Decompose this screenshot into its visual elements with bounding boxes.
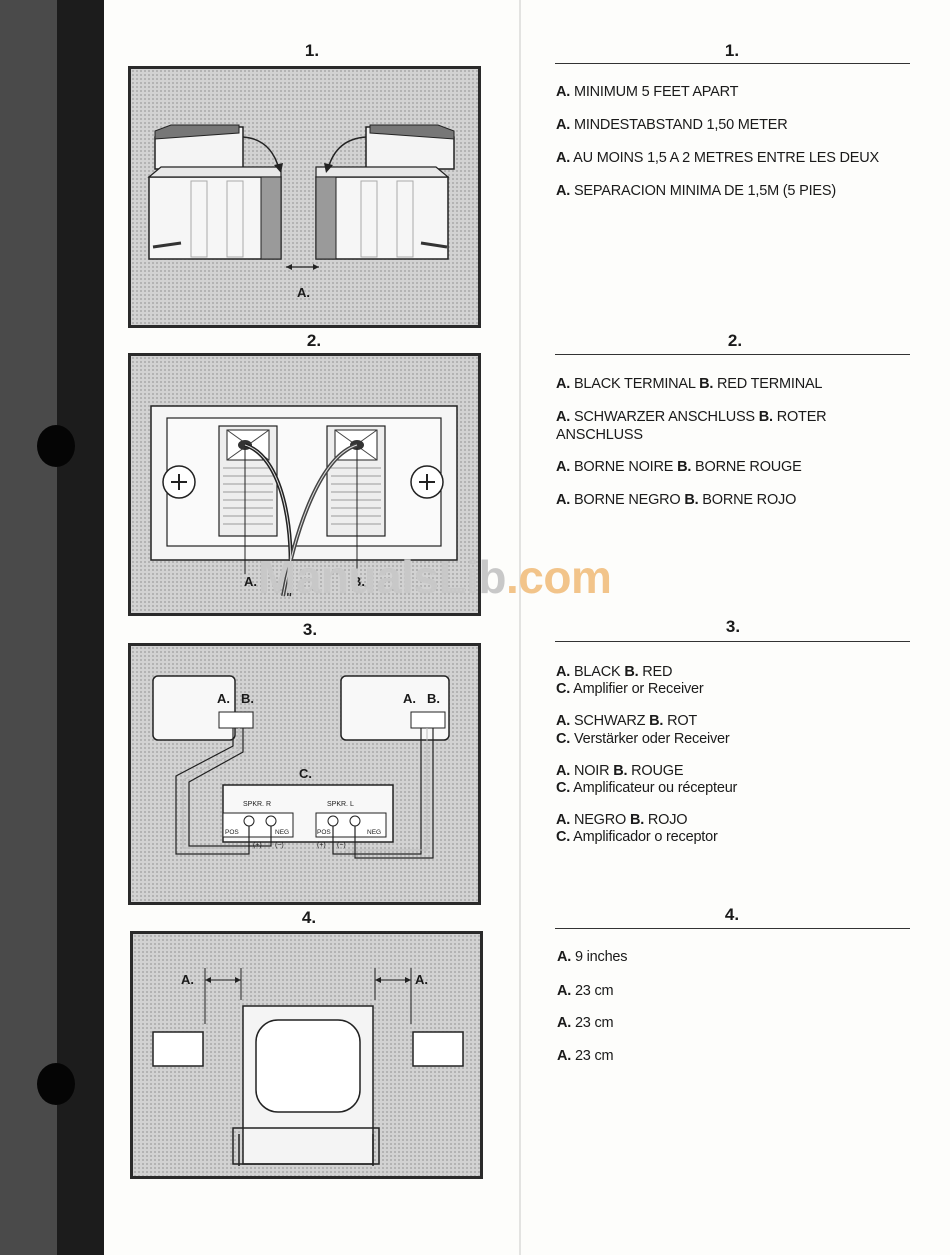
section-2-number: 2. [727, 331, 743, 350]
label-a: A. [244, 574, 257, 589]
section-1-line: A. AU MOINS 1,5 A 2 METRES ENTRE LES DEU… [556, 150, 879, 166]
watermark: ManualsLib.com [258, 550, 612, 604]
page-fold [519, 0, 521, 1255]
section-divider [555, 928, 910, 929]
label-b: B. [352, 574, 365, 589]
section-3-line: C. Verstärker oder Receiver [556, 731, 730, 747]
label-a-left: A. [217, 691, 230, 706]
minus-l-label: (−) [337, 842, 346, 849]
section-3-line: A. NOIR B. ROUGE [556, 763, 684, 779]
speaker-placement-illustration [147, 124, 455, 270]
wiring-diagram-illustration [152, 675, 450, 859]
minus-r-label: (−) [275, 842, 284, 849]
plus-r-label: (+) [253, 842, 262, 849]
figure-2-panel: A. B. [128, 353, 481, 616]
section-2-line: A. BORNE NEGRO B. BORNE ROJO [556, 492, 797, 508]
section-2-line: A. BLACK TERMINAL B. RED TERMINAL [556, 376, 823, 392]
tv-placement-illustration [152, 968, 464, 1166]
neg-l-label: NEG [367, 829, 382, 836]
binder-strip [57, 0, 104, 1255]
label-a-left: A. [181, 972, 194, 987]
figure-2-number: 2. [306, 331, 322, 350]
punch-hole [37, 1063, 75, 1105]
spkr-r-label: SPKR. R [243, 801, 272, 808]
watermark-domain: .com [506, 551, 612, 603]
section-3-line: A. NEGRO B. ROJO [556, 812, 688, 828]
binder-edge [0, 0, 57, 1255]
section-1-line: A. MINIMUM 5 FEET APART [556, 84, 739, 100]
section-2-line: A. BORNE NOIRE B. BORNE ROUGE [556, 459, 802, 475]
punch-hole [37, 425, 75, 467]
section-4-line: A. 9 inches [557, 949, 628, 965]
figure-4-number: 4. [301, 908, 317, 927]
section-divider [555, 63, 910, 64]
section-1-number: 1. [724, 41, 740, 60]
section-3-number: 3. [725, 617, 741, 636]
section-4-line: A. 23 cm [557, 983, 614, 999]
section-3-line: C. Amplificateur ou récepteur [556, 780, 738, 796]
section-3-line: C. Amplifier or Receiver [556, 681, 704, 697]
label-a-right: A. [403, 691, 416, 706]
plus-l-label: (+) [317, 842, 326, 849]
section-divider [555, 641, 910, 642]
section-2-line-continued: ANSCHLUSS [556, 427, 643, 443]
figure-3-number: 3. [302, 620, 318, 639]
section-3-line: C. Amplificador o receptor [556, 829, 718, 845]
section-divider [555, 354, 910, 355]
pos-r-label: POS [225, 829, 239, 836]
figure-1-number: 1. [304, 41, 320, 60]
label-c: C. [299, 766, 312, 781]
label-b-right: B. [427, 691, 440, 706]
spkr-l-label: SPKR. L [327, 801, 354, 808]
section-3-line: A. BLACK B. RED [556, 664, 673, 680]
section-2-line: A. SCHWARZER ANSCHLUSS B. ROTER [556, 409, 827, 425]
watermark-name: ManualsLib [258, 551, 507, 603]
section-1-line: A. MINDESTABSTAND 1,50 METER [556, 117, 788, 133]
label-a: A. [297, 285, 310, 300]
section-3-line: A. SCHWARZ B. ROT [556, 713, 698, 729]
section-1-line: A. SEPARACION MINIMA DE 1,5M (5 PIES) [556, 183, 836, 199]
label-a-right: A. [415, 972, 428, 987]
neg-r-label: NEG [275, 829, 290, 836]
section-4-line: A. 23 cm [557, 1048, 614, 1064]
label-b-left: B. [241, 691, 254, 706]
terminal-panel-illustration [150, 405, 458, 597]
pos-l-label: POS [317, 829, 331, 836]
figure-3-panel: A. B. A. B. C. SPKR. R SPKR. L POS NEG P… [128, 643, 481, 905]
figure-1-panel: A. [128, 66, 481, 328]
section-4-number: 4. [724, 905, 740, 924]
section-4-line: A. 23 cm [557, 1015, 614, 1031]
figure-4-panel: A. A. [130, 931, 483, 1179]
